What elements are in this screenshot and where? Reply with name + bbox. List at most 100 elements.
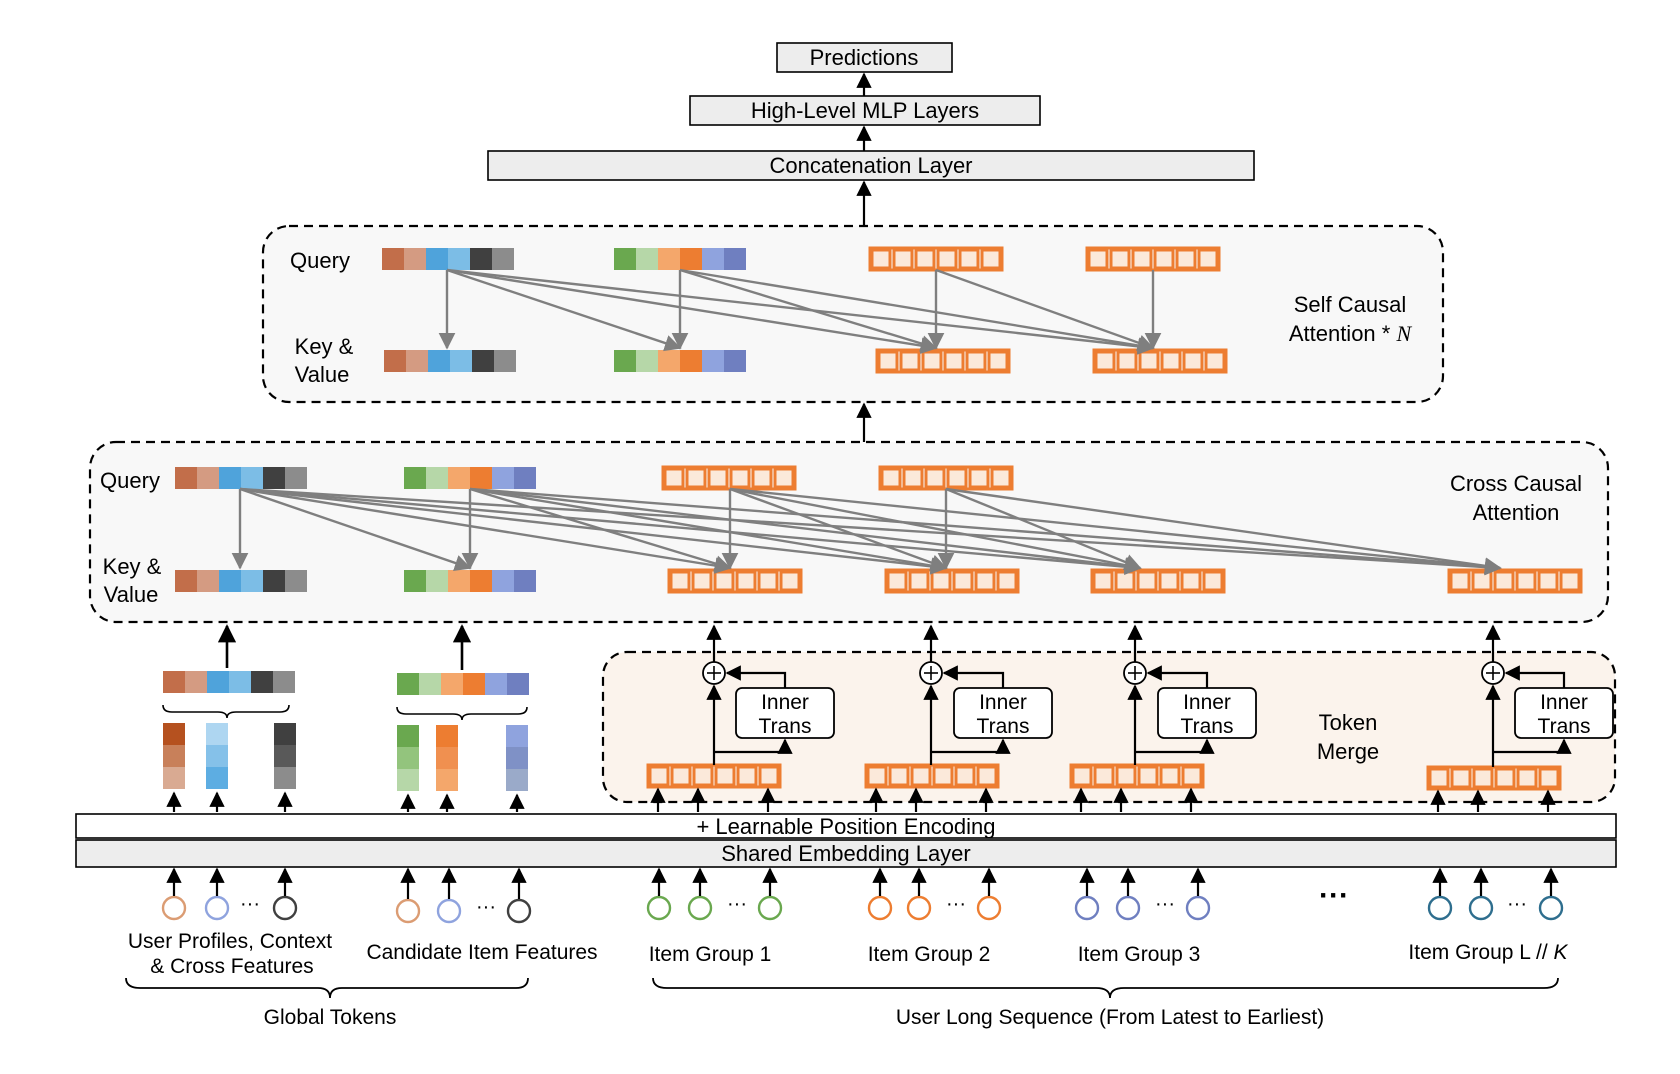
self-attention-arrow-1-3 [446,268,938,354]
candidate-feature-circle-3 [506,898,532,924]
cross-query-seq-token-2-cell-4 [946,467,968,489]
candidate-label: Candidate Item Features [366,941,597,964]
cross-attention-arrow-3-4 [729,487,948,571]
group-1-item-ellipsis: ··· [727,893,747,915]
self-query-label: Query [290,248,350,273]
cross-kv-seq-token-3-cell-2 [1114,570,1136,592]
merge-seq-token-1-cell-6 [758,765,780,787]
cross-query-seq-token-2-cell-3 [924,467,946,489]
cross-kv-user-token-cell-6 [285,570,307,592]
group-3-item-ellipsis: ··· [1155,893,1175,915]
self-kv-user-token-cell-3 [428,350,450,372]
merge-seq-token-1-cell-5 [736,765,758,787]
user-profiles-label-2: & Cross Features [150,955,313,978]
self-query-seq-token-2-cell-6 [1197,248,1219,270]
group-l-item-circle-2 [1468,895,1494,921]
merge-seq-token-4-cell-1 [1428,767,1450,789]
cross-query-seq-token-2-cell-1 [880,467,902,489]
self-kv-seq-token-1-cell-4 [943,350,965,372]
merge-seq-token-2-cell-2 [888,765,910,787]
cross-kv-user-token-cell-2 [197,570,219,592]
item-group-2-label: Item Group 2 [868,943,991,966]
mlp-box: High-Level MLP Layers [689,95,1041,126]
self-attention-arrow-2-4 [679,268,1155,354]
merge-seq-token-4-cell-3 [1472,767,1494,789]
self-kv-seq-token-2-cell-3 [1138,350,1160,372]
cross-query-user-token-cell-4 [241,467,263,489]
user-feature-column-3-cell-1 [274,723,296,745]
cross-kv-seq-token-4-cell-5 [1537,570,1559,592]
cross-kv-seq-token-4-cell-6 [1559,570,1581,592]
cross-kv-candidate-token-cell-4 [470,570,492,592]
cross-kv-seq-token-3-cell-3 [1136,570,1158,592]
merge-seq-token-1-cell-3 [692,765,714,787]
position-encoding-label: + Learnable Position Encoding [696,814,995,839]
cross-kv-candidate-token-cell-5 [492,570,514,592]
self-query-seq-token-1-cell-5 [958,248,980,270]
cross-kv-seq-token-2-cell-4 [952,570,974,592]
cross-kv-user-token-cell-5 [263,570,285,592]
cross-kv-seq-token-4-cell-2 [1471,570,1493,592]
self-query-seq-token-2-cell-5 [1175,248,1197,270]
inner-trans-label-2-2: Trans [977,715,1030,738]
self-query-user-token-cell-4 [448,248,470,270]
self-kv-user-token-cell-2 [406,350,428,372]
merge-seq-token-2-cell-3 [910,765,932,787]
self-query-user-token-cell-6 [492,248,514,270]
cross-kv-candidate-token-cell-1 [404,570,426,592]
cross-kv-seq-token-2-cell-3 [930,570,952,592]
global-user-merged-token-cell-5 [251,671,273,693]
self-kv-seq-token-2-cell-4 [1160,350,1182,372]
arrow-inner-to-plus-3 [1146,665,1209,688]
self-query-candidate-token-cell-5 [702,248,724,270]
cross-query-candidate-token-cell-1 [404,467,426,489]
user-feature-column-1-cell-2 [163,745,185,767]
self-attention-arrow-1-4 [446,268,1155,355]
shared-embedding-layer: Shared Embedding Layer [75,839,1617,868]
cross-kv-candidate-token-cell-6 [514,570,536,592]
self-query-candidate-token-cell-2 [636,248,658,270]
candidate-feature-ellipsis: ··· [476,896,496,918]
inner-trans-label-1-2: Inner [979,691,1027,714]
candidate-feature-brace [396,706,528,721]
self-kv-label-2: Value [295,362,350,387]
user-feature-column-2-cell-3 [206,767,228,789]
global-user-merged-token-cell-4 [229,671,251,693]
global-candidate-merged-token-cell-2 [419,673,441,695]
group-l-item-circle-3 [1538,895,1564,921]
item-group-l-var: K [1554,941,1569,964]
cross-kv-seq-token-1-outline [667,568,803,594]
arrow-inner-to-plus-2 [942,665,1005,688]
cross-kv-label-1: Key & [103,554,162,579]
group-3-item-circle-2 [1115,895,1141,921]
self-query-candidate-token-cell-1 [614,248,636,270]
self-query-seq-token-2-cell-1 [1087,248,1109,270]
merge-seq-token-4-cell-2 [1450,767,1472,789]
group-1-item-circle-1 [646,895,672,921]
cross-attention-arrow-1-2 [239,487,472,572]
self-attention-title-1: Self Causal [1294,292,1407,317]
merge-seq-token-2-cell-5 [954,765,976,787]
self-kv-seq-token-2-cell-5 [1182,350,1204,372]
self-query-seq-token-1-cell-6 [980,248,1002,270]
user-profiles-label-1: User Profiles, Context [128,930,332,953]
global-candidate-merged-token-cell-3 [441,673,463,695]
cross-kv-user-token-cell-1 [175,570,197,592]
user-feature-circle-2 [204,895,230,921]
self-kv-seq-token-1-outline [875,348,1011,374]
self-query-seq-token-2-cell-2 [1109,248,1131,270]
group-2-item-ellipsis: ··· [946,893,966,915]
candidate-feature-circle-2 [436,898,462,924]
cross-attention-arrow-1-4 [239,487,948,575]
cross-kv-seq-token-1-cell-4 [735,570,757,592]
cross-kv-seq-token-2-cell-5 [974,570,996,592]
self-kv-seq-token-2-cell-1 [1094,350,1116,372]
cross-kv-seq-token-2-cell-1 [886,570,908,592]
cross-kv-seq-token-1-cell-5 [757,570,779,592]
user-sequence-brace [652,977,1559,999]
candidate-feature-column-3-cell-1 [506,725,528,747]
group-l-item-circle-1 [1427,895,1453,921]
predictions-box: Predictions [776,42,953,73]
merge-seq-token-1-cell-1 [648,765,670,787]
